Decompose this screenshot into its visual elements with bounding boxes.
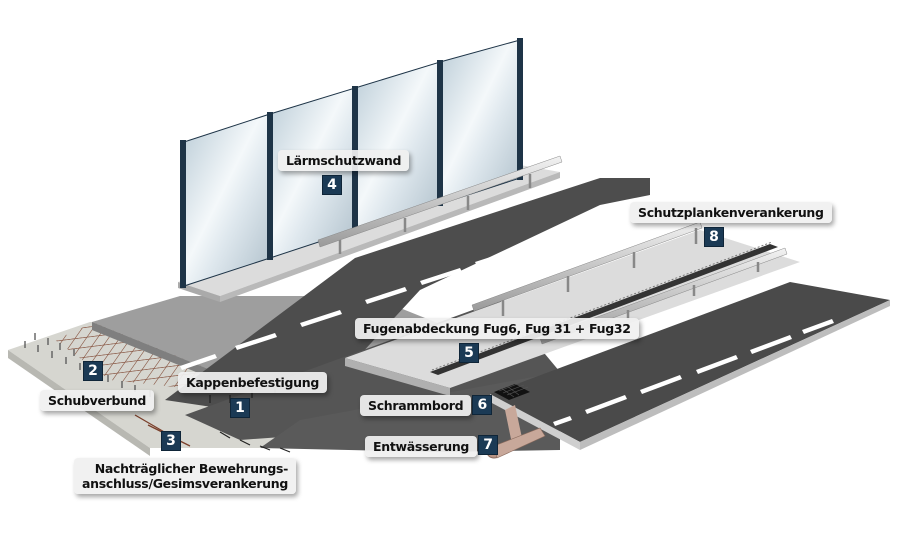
label-schubverbund: Schubverbund <box>40 390 155 411</box>
drain-pipe <box>486 405 546 459</box>
badge-2: 2 <box>84 362 102 380</box>
expansion-joint <box>430 241 778 375</box>
label-kappenbefestigung: Kappenbefestigung <box>178 372 328 393</box>
wall-post <box>180 140 186 288</box>
badge-1: 1 <box>231 399 249 417</box>
median-strip <box>345 230 800 396</box>
wall-post <box>267 112 273 260</box>
label-schutzplankenverankerung: Schutzplankenverankerung <box>630 202 832 223</box>
badge-4: 4 <box>323 176 341 194</box>
label-bewehrungsanschluss: Nachträglicher Bewehrungs- anschluss/Ges… <box>74 458 297 494</box>
wall-post <box>517 38 523 180</box>
guardrail-left <box>317 155 563 254</box>
label-line-2: anschluss/Gesimsverankerung <box>82 476 289 491</box>
glass-panel <box>183 113 271 287</box>
label-entwaesserung: Entwässerung <box>365 436 478 457</box>
label-line-1: Nachträglicher Bewehrungs- <box>94 461 289 476</box>
badge-8: 8 <box>705 228 723 246</box>
lane-markings-left <box>180 215 612 370</box>
badge-7: 7 <box>479 436 498 454</box>
wall-base <box>178 165 560 302</box>
badge-3: 3 <box>162 432 180 450</box>
wall-post <box>437 60 443 206</box>
badge-6: 6 <box>473 396 492 414</box>
label-fugenabdeckung: Fugenabdeckung Fug6, Fug 31 + Fug32 <box>355 318 639 339</box>
label-schrammbord: Schrammbord <box>360 395 472 416</box>
label-laermschutzwand: Lärmschutzwand <box>278 150 410 171</box>
badge-5: 5 <box>460 344 478 362</box>
drain-grate <box>494 382 530 400</box>
lane-markings-right <box>553 319 834 426</box>
